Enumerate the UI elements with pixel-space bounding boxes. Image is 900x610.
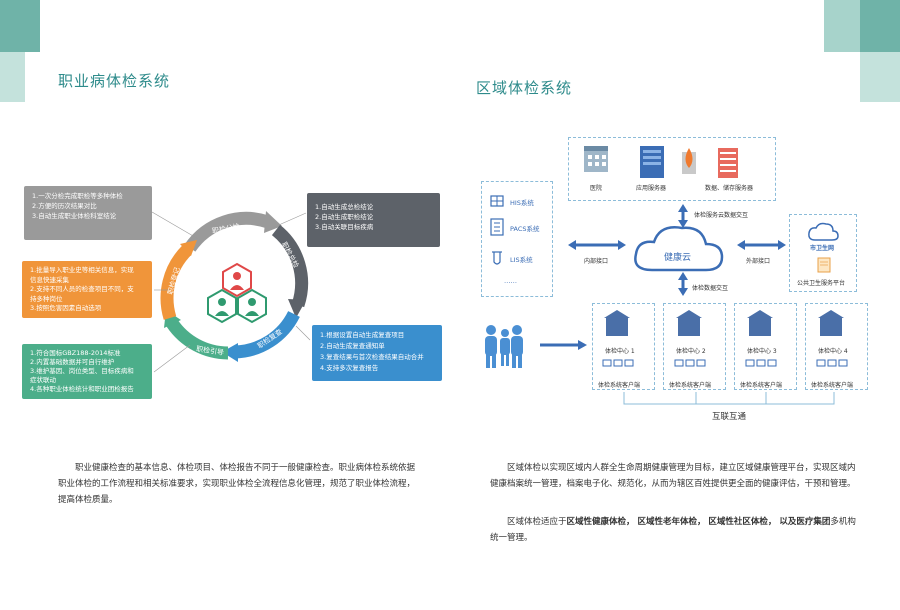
center-4-client: 体检系统客户端	[811, 382, 854, 389]
center-2-name: 体检中心 2	[676, 348, 706, 355]
hospital-label: 医院	[590, 185, 603, 192]
storage-server-label: 数据、储存服务器	[705, 185, 754, 192]
cycle-arc-fucha	[234, 310, 300, 359]
corner-decoration-top-right	[860, 0, 900, 52]
right-section-title: 区域体检系统	[476, 79, 573, 97]
data-exchange-arrow	[678, 272, 688, 296]
his-system-icon	[490, 195, 504, 207]
corner-decoration-top-left	[0, 0, 40, 52]
hospital-icon	[584, 146, 608, 172]
cycle-arc-fenjian	[184, 211, 271, 252]
center-box-2	[663, 303, 726, 390]
info-box-fenjian: 1.一次分检完成职检等多种体检 2.方便的历次结果对比 3.自动生成职业体检科室…	[24, 186, 152, 240]
storage-server-icon	[718, 148, 738, 178]
app-server-label: 应用服务器	[636, 185, 667, 192]
cycle-arrow-zongjian	[288, 299, 306, 318]
info-box-zongjian: 1.自动生成总检结论 2.自动生成职检结论 3.自动关联目标疾病	[307, 193, 440, 247]
corner-decoration-top-left-light	[0, 52, 25, 102]
interconnect-bracket	[623, 392, 835, 405]
lis-system-label: LIS系统	[510, 256, 533, 264]
health-bureau-label: 市卫生网	[810, 245, 835, 252]
his-system-label: HIS系统	[510, 199, 534, 207]
center-1-client: 体检系统客户端	[598, 382, 641, 389]
center-3-name: 体检中心 3	[747, 348, 777, 355]
health-bureau-box	[789, 214, 857, 292]
info-box-yindao: 1.符合国标GBZ188-2014标准 2.内置基础数据并可自行维护 3.维护基…	[22, 344, 152, 399]
center-box-4	[805, 303, 868, 390]
server-group-box	[568, 137, 776, 201]
people-group-icon	[485, 325, 523, 368]
cycle-arc-zongjian	[271, 224, 309, 308]
corner-decoration-top-right-mid	[824, 0, 860, 52]
cycle-arrow-fucha	[222, 343, 238, 362]
center-box-1	[592, 303, 655, 390]
internal-interface-label: 内部接口	[584, 258, 609, 265]
health-bureau-cloud-icon	[808, 222, 839, 241]
health-cloud-label: 健康云	[664, 253, 692, 263]
firewall-icon	[682, 148, 696, 174]
cycle-arrow-fenjian	[264, 211, 282, 233]
document-icon	[817, 257, 831, 273]
app-server-icon	[640, 146, 664, 178]
center-1-name: 体检中心 1	[605, 348, 635, 355]
center-people-icon	[207, 262, 267, 324]
pacs-system-icon	[490, 218, 504, 236]
cloud-service-arrow	[678, 204, 688, 228]
left-paragraph: 职业健康检查的基本信息、体检项目、体检报告不同于一般健康检查。职业病体检系统依据…	[58, 463, 416, 505]
center-4-name: 体检中心 4	[818, 348, 848, 355]
people-to-centers-arrow	[540, 340, 587, 350]
external-interface-arrow	[737, 240, 786, 250]
interconnect-label: 互联互通	[712, 412, 747, 422]
lis-system-icon	[492, 251, 502, 265]
external-interface-label: 外部接口	[746, 258, 771, 265]
pacs-system-label: PACS系统	[510, 225, 540, 233]
cycle-arc-yindao	[166, 319, 229, 360]
cycle-arrow-dengji	[180, 240, 197, 256]
public-platform-label: 公共卫生服务平台	[797, 280, 846, 287]
internal-interface-arrow	[568, 240, 626, 250]
data-exchange-label: 体检数据交互	[692, 285, 729, 292]
cycle-arc-dengji	[160, 245, 192, 320]
center-2-client: 体检系统客户端	[669, 382, 712, 389]
center-client-icons	[602, 359, 848, 367]
systems-box	[481, 181, 553, 297]
info-box-fucha: 1.根据设置自动生成复查项目 2.自动生成复查通知单 3.复查结果与首次检查结果…	[312, 325, 442, 381]
center-3-client: 体检系统客户端	[740, 382, 783, 389]
info-box-dengji: 1.批量导入职业史等相关信息，实现 信息快速采集 2.支持不同人员的检查项目不同…	[22, 261, 152, 318]
center-building-icons	[604, 310, 844, 336]
corner-decoration-top-right-light	[860, 52, 900, 102]
left-section-title: 职业病体检系统	[58, 72, 171, 90]
right-paragraph-1: 区域体检以实现区域内人群全生命周期健康管理为目标，建立区域健康管理平台，实现区域…	[490, 463, 856, 489]
health-cloud-icon	[634, 226, 724, 272]
right-paragraph-2: 区域体检适应于区域性健康体检， 区域性老年体检， 区域性社区体检， 以及医疗集团…	[490, 517, 856, 543]
center-box-3	[734, 303, 797, 390]
more-systems-label: ……	[504, 277, 517, 285]
cloud-service-label: 体检服务云数据交互	[694, 212, 749, 219]
